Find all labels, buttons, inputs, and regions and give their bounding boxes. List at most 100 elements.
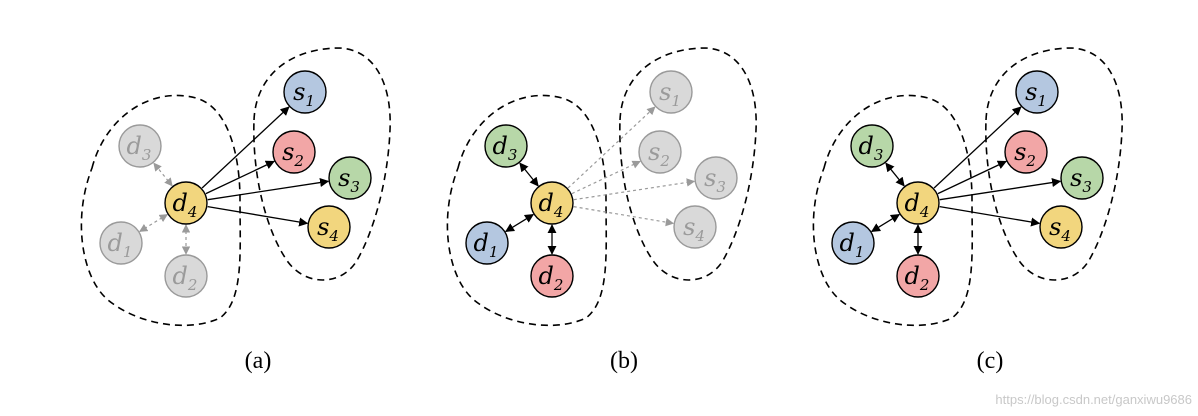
node-d2-circle [530,254,574,298]
edge-d4-s4 [207,206,309,227]
node-s3: s3 [328,156,372,200]
d-group-outline [446,94,608,327]
panel-caption-1: (a) [245,348,272,374]
edge-d4-d3 [519,162,539,187]
node-s1: s1 [649,70,693,114]
edge-d4-s3 [939,178,1062,201]
node-d1-sub: 1 [123,243,133,261]
node-d1-label: d1 [474,229,499,261]
node-d4-base: d [905,189,920,217]
edge-d4-s3 [573,178,696,201]
node-s4-circle [673,205,717,249]
node-s4-sub: 4 [694,227,705,245]
node-s2-label: s2 [648,138,670,170]
node-s3-circle [694,156,738,200]
node-d4-sub: 4 [187,203,198,221]
edge-d4-s4 [939,206,1041,227]
node-d3-circle [850,124,894,168]
panels-root: d4d3d1d2s1s2s3s4(a)d4d3d1d2s1s2s3s4(b)d4… [80,47,1123,374]
node-s3-circle [328,156,372,200]
edge-d4-s1 [567,106,656,189]
edge-d4-d1 [870,213,901,233]
node-s2: s2 [638,130,682,174]
node-s2-sub: 2 [293,152,304,170]
node-d2: d2 [530,254,574,298]
node-d2-sub: 2 [187,276,198,294]
node-s4-sub: 4 [1060,227,1071,245]
node-d4-base: d [173,189,188,217]
node-s1-circle [649,70,693,114]
node-d4: d4 [164,181,208,225]
edge-d4-d1 [139,214,168,232]
watermark: https://blog.csdn.net/ganxiwu9686 [995,392,1192,407]
node-d1: d1 [465,221,509,265]
node-s2-base: s [1014,138,1026,166]
node-s4-base: s [1049,213,1061,241]
d-group-outline [812,94,974,327]
node-d2: d2 [164,254,208,298]
node-d1-label: d1 [840,229,865,261]
node-s3: s3 [694,156,738,200]
panel-caption-2: (b) [610,348,638,374]
node-d1-base: d [840,229,855,257]
node-d3-label: d3 [493,132,518,164]
node-d4-label: d4 [539,189,564,221]
node-s2-circle [272,130,316,174]
node-s3-sub: 3 [1082,178,1092,196]
node-s1-label: s1 [659,78,681,110]
node-s4-label: s4 [317,213,339,245]
edge-d4-s2 [205,160,275,195]
d-group-outline [80,94,242,327]
node-s2-sub: 2 [659,152,670,170]
node-d4-sub: 4 [553,203,564,221]
node-s2-sub: 2 [1025,152,1036,170]
node-s4: s4 [673,205,717,249]
node-d4-label: d4 [173,189,198,221]
node-s1-label: s1 [1025,78,1047,110]
node-d1-base: d [108,229,123,257]
node-d1-sub: 1 [489,243,499,261]
node-d4-circle [896,181,940,225]
node-d3: d3 [484,124,528,168]
node-s4-label: s4 [1049,213,1071,245]
node-d3: d3 [118,124,162,168]
node-d2-base: d [905,262,920,290]
edge-d4-s4 [573,206,675,227]
edge-d4-s2 [571,160,641,195]
node-s3-sub: 3 [350,178,360,196]
node-d2-label: d2 [905,262,930,294]
edge-d4-d3 [153,162,173,187]
node-d2-circle [164,254,208,298]
node-s2-label: s2 [1014,138,1036,170]
node-s4-base: s [317,213,329,241]
node-s2-circle [638,130,682,174]
node-s2-base: s [282,138,294,166]
node-s1-base: s [293,78,305,106]
panel-caption-3: (c) [977,348,1004,374]
node-d3-base: d [127,132,142,160]
node-d4: d4 [896,181,940,225]
node-d4-sub: 4 [919,203,930,221]
node-d3-sub: 3 [874,146,884,164]
node-s1: s1 [283,70,327,114]
node-d2: d2 [896,254,940,298]
node-s3-label: s3 [704,164,726,196]
node-s1-sub: 1 [1037,92,1047,110]
node-s3-label: s3 [338,164,360,196]
node-d1-label: d1 [108,229,133,261]
node-s1-sub: 1 [305,92,315,110]
node-s2: s2 [1004,130,1048,174]
s-group-outline [619,47,757,281]
node-s1-circle [283,70,327,114]
node-s3-label: s3 [1070,164,1092,196]
s-group-outline [985,47,1123,281]
node-d4-base: d [539,189,554,217]
node-d1-sub: 1 [855,243,865,261]
node-d2-circle [896,254,940,298]
node-s4-circle [1039,205,1083,249]
node-d4-circle [164,181,208,225]
